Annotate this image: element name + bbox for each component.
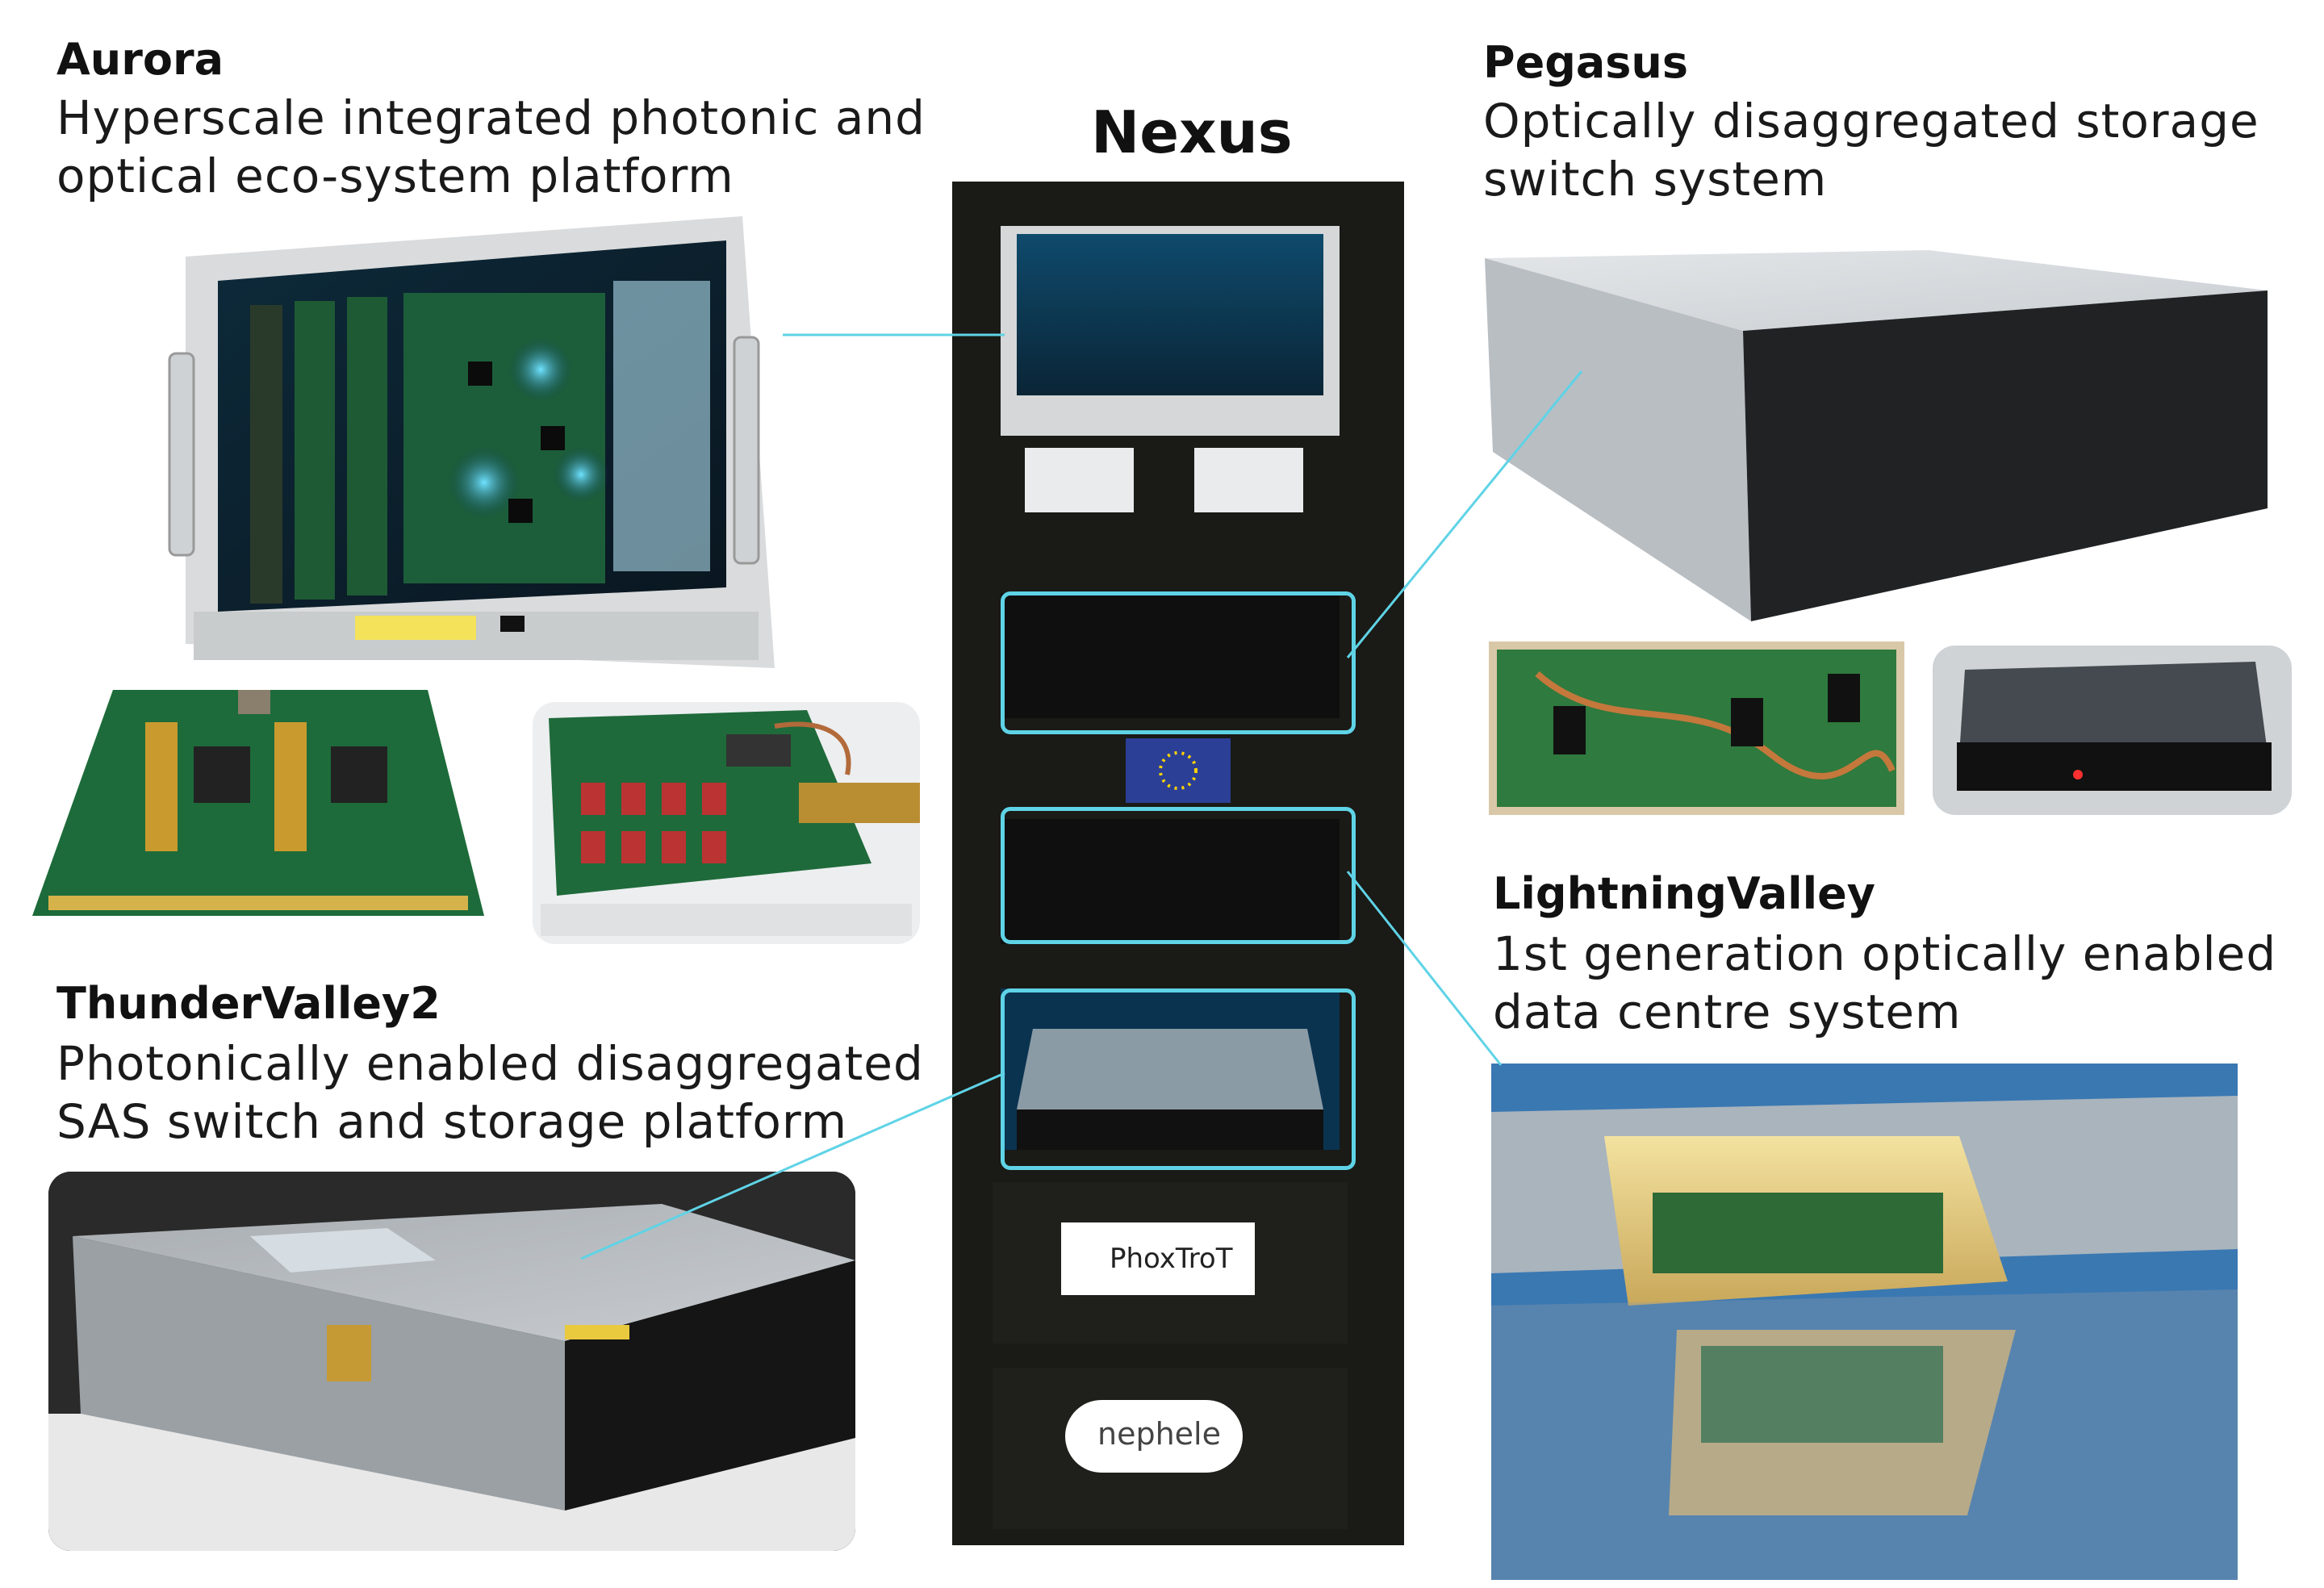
aurora-desc-line2: optical eco-system platform: [56, 148, 734, 203]
pegasus-title: Pegasus: [1483, 37, 1689, 88]
nexus-rack: PhoxTroT nephele: [952, 182, 1404, 1545]
pegasus-description: Optically disaggregated storage switch s…: [1483, 92, 2259, 208]
rack-highlight-pegasus: [1001, 591, 1356, 734]
rack-highlight-thundervalley2: [1001, 988, 1356, 1170]
nexus-title: Nexus: [1091, 98, 1293, 166]
thundervalley2-board-photo-1: [32, 690, 484, 920]
pegasus-drive-photo: [1933, 646, 2292, 815]
thundervalley2-desc-line2: SAS switch and storage platform: [56, 1094, 848, 1149]
lightningvalley-desc-line1: 1st generation optically enabled: [1493, 926, 2277, 981]
thundervalley2-title: ThunderValley2: [56, 978, 441, 1029]
aurora-desc-line1: Hyperscale integrated photonic and: [56, 90, 926, 145]
phoxtrot-label-text: PhoxTroT: [1110, 1243, 1233, 1275]
pegasus-enclosure-photo: [1477, 242, 2276, 629]
nephele-label: nephele: [1065, 1400, 1243, 1473]
pegasus-desc-line1: Optically disaggregated storage: [1483, 94, 2259, 148]
rack-highlight-lightningvalley: [1001, 807, 1356, 944]
pegasus-board-photo: [1489, 641, 1904, 815]
thundervalley2-description: Photonically enabled disaggregated SAS s…: [56, 1034, 924, 1151]
lightningvalley-description: 1st generation optically enabled data ce…: [1493, 925, 2276, 1041]
nephele-label-text: nephele: [1097, 1416, 1221, 1452]
lightningvalley-title: LightningValley: [1493, 868, 1876, 919]
pegasus-desc-line2: switch system: [1483, 152, 1828, 207]
phoxtrot-label: PhoxTroT: [1061, 1222, 1255, 1295]
thundervalley2-board-photo-2: [533, 702, 920, 944]
aurora-description: Hyperscale integrated photonic and optic…: [56, 89, 926, 205]
thundervalley2-desc-line1: Photonically enabled disaggregated: [56, 1036, 924, 1091]
lightningvalley-desc-line2: data centre system: [1493, 984, 1962, 1039]
thundervalley2-photo: [48, 1172, 855, 1551]
lightningvalley-photo: [1491, 1064, 2238, 1580]
aurora-chassis-photo: [161, 208, 783, 676]
aurora-title: Aurora: [56, 34, 224, 85]
